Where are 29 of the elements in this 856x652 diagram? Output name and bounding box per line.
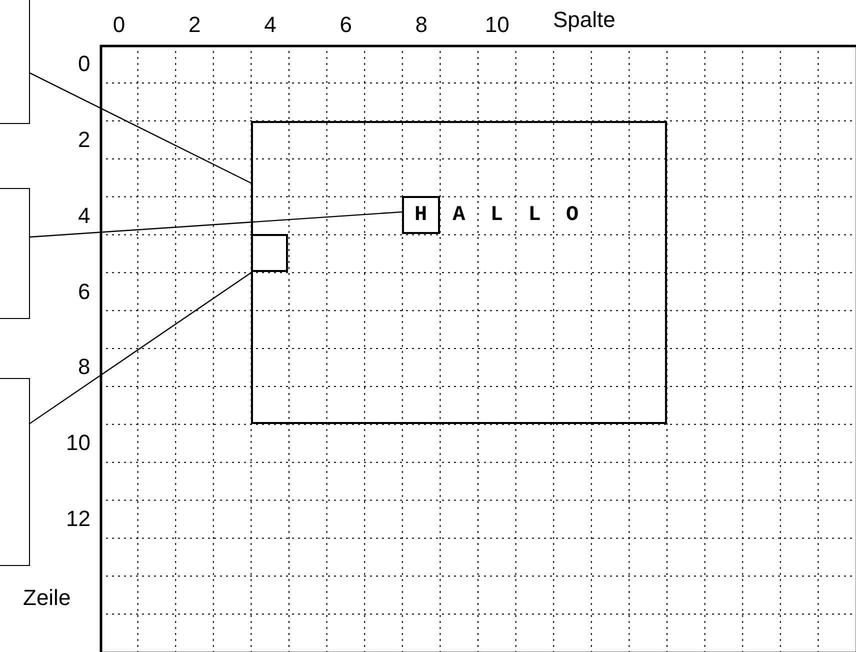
- callout-box: [0, 378, 30, 566]
- callout-box: [0, 0, 30, 124]
- column-number: 4: [264, 14, 276, 36]
- character: H: [414, 204, 428, 227]
- row-number: 8: [78, 356, 90, 378]
- character: L: [490, 205, 503, 226]
- cursor-cell: [250, 234, 288, 272]
- column-number: 10: [484, 14, 510, 36]
- callout-box: [0, 188, 30, 319]
- row-number: 0: [78, 52, 90, 75]
- axis-label: Spalte: [553, 9, 616, 31]
- column-number: 6: [340, 14, 352, 36]
- column-number: 0: [112, 14, 126, 36]
- column-number: 8: [415, 14, 428, 36]
- row-number: 12: [66, 508, 90, 530]
- leader-line: [28, 272, 252, 425]
- row-number: 6: [78, 280, 90, 303]
- leader-line: [30, 72, 252, 184]
- row-number: 2: [78, 128, 90, 151]
- character: O: [566, 205, 579, 226]
- row-number: 4: [78, 204, 90, 227]
- character: L: [528, 205, 541, 226]
- character: A: [452, 205, 466, 226]
- leader-line: [30, 211, 402, 238]
- window-rectangle: [251, 120, 667, 424]
- column-number: 2: [188, 14, 201, 36]
- axis-label: Zeile: [23, 587, 71, 609]
- character-cell: [402, 196, 440, 234]
- row-number: 10: [66, 432, 90, 454]
